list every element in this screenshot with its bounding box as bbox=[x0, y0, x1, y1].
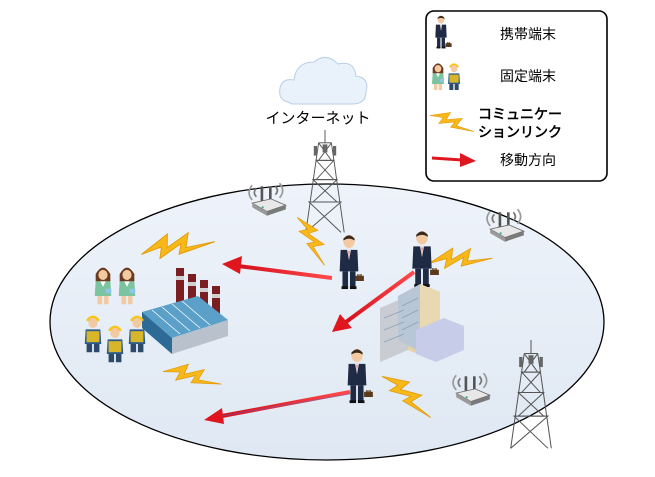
factory-icon bbox=[142, 268, 228, 354]
legend-link-label-2: ションリンク bbox=[478, 125, 562, 141]
legend: 携帯端末 固定端末 コミュニケー ションリンク 移動方向 bbox=[425, 10, 608, 182]
legend-link-label-1: コミュニケー bbox=[478, 107, 562, 123]
office-building-icon bbox=[380, 284, 464, 362]
internet-label: インターネット bbox=[265, 109, 370, 127]
movement-arrows bbox=[204, 256, 416, 424]
legend-mobile-label: 携帯端末 bbox=[500, 27, 556, 43]
legend-fixed-label: 固定端末 bbox=[500, 69, 556, 85]
cloud-icon bbox=[279, 57, 368, 105]
legend-movement-label: 移動方向 bbox=[500, 153, 556, 169]
